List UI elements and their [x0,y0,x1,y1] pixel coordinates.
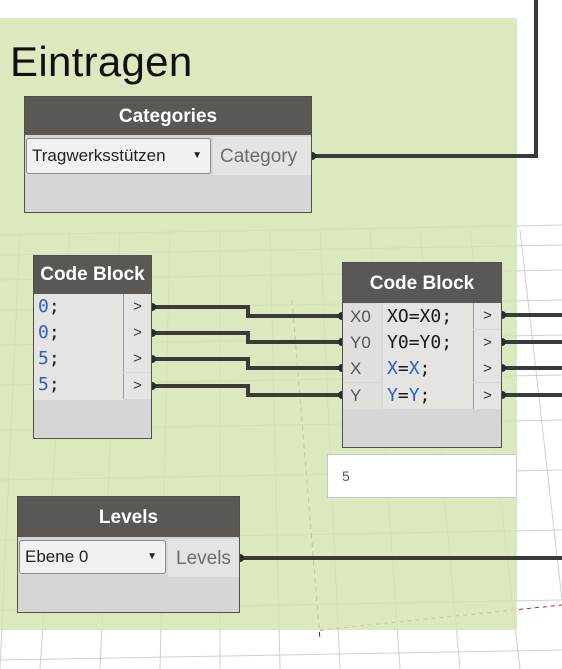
code-block-2-input-y[interactable]: Y [343,383,381,409]
wire-cb1-to-x0[interactable] [152,305,342,318]
levels-node[interactable]: Levels Ebene 0 ▼ Levels [17,496,240,613]
code-line-2: 0 [38,322,49,343]
group-title[interactable]: Eintragen [10,38,193,85]
categories-dropdown-value: Tragwerksstützen [32,146,166,165]
code-line-1: 0 [38,296,49,317]
wire-category-out[interactable] [312,0,538,158]
code-line-3: 5 [38,348,49,369]
code-block-2-input-y0[interactable]: Y0 [343,330,381,356]
code-block-node-2[interactable]: Code Block X0 Y0 X Y XO=X0; Y0=Y0; X=X; … [342,262,502,448]
code-block-node-1[interactable]: Code Block 0; 0; 5; 5; > > > > [33,255,152,439]
code-block-2-input-x0[interactable]: X0 [343,304,381,330]
code-block-1-output-3[interactable]: > [123,346,151,372]
code-block-2-output-3[interactable]: > [473,356,501,382]
code-block-1-output-1[interactable]: > [123,294,151,320]
wire-cb1-to-x[interactable] [152,357,342,370]
code-block-2-output-2[interactable]: > [473,330,501,356]
code-block-2-editor[interactable]: XO=X0; Y0=Y0; X=X; Y=Y; [383,303,473,409]
code-block-2-input-x[interactable]: X [343,356,381,382]
levels-output-port[interactable]: Levels [168,539,239,577]
wire-cb1-to-y0[interactable] [152,331,342,344]
code-block-2-output-4[interactable]: > [473,383,501,409]
levels-dropdown[interactable]: Ebene 0 ▼ [19,540,166,574]
code-block-2-output-1[interactable]: > [473,303,501,329]
chevron-down-icon: ▼ [192,150,202,161]
code-block-1-output-4[interactable]: > [123,373,151,399]
code-block-1-output-2[interactable]: > [123,320,151,346]
code-line-4: 5 [38,374,49,395]
levels-dropdown-value: Ebene 0 [25,547,89,566]
code-block-1-title[interactable]: Code Block [34,256,151,294]
code-block-1-editor[interactable]: 0; 0; 5; 5; [34,294,123,400]
chevron-down-icon: ▼ [147,551,157,562]
levels-node-title[interactable]: Levels [18,497,239,537]
categories-node-title[interactable]: Categories [25,97,311,135]
categories-output-port[interactable]: Category [213,137,311,175]
categories-dropdown[interactable]: Tragwerksstützen ▼ [26,138,211,174]
preview-bubble: 5 [327,454,517,498]
code-block-2-title[interactable]: Code Block [343,263,501,303]
categories-node[interactable]: Categories Tragwerksstützen ▼ Category [24,96,312,213]
wire-cb1-to-y[interactable] [152,384,342,397]
